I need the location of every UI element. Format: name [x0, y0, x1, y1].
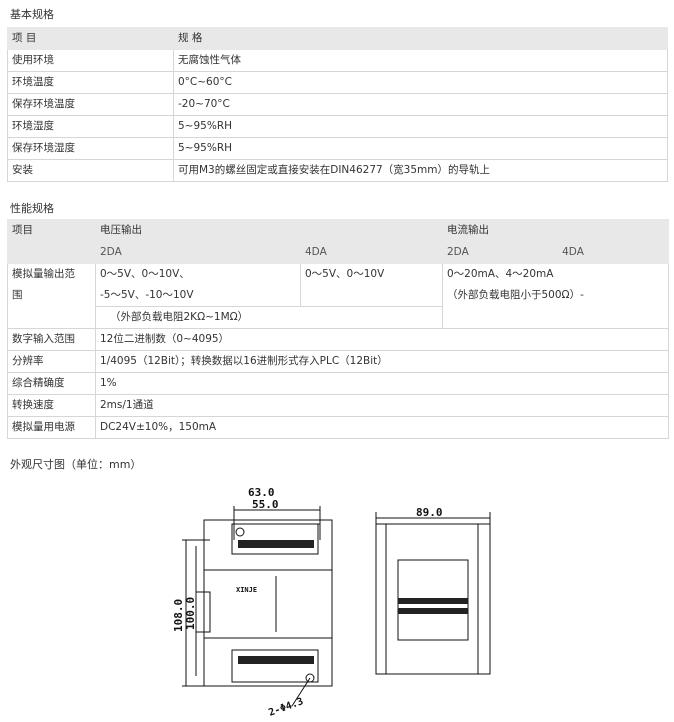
dims-title: 外观尺寸图（单位：mm） [10, 458, 142, 471]
table-header-row: 项 目 规 格 [7, 27, 668, 50]
header-voltage: 电压输出 [95, 219, 443, 242]
dim-height-outer: 108.0 [172, 599, 185, 632]
row-label: 环境温度 [7, 71, 174, 94]
row-label: 转换速度 [7, 394, 96, 417]
header-item: 项目 [7, 219, 96, 264]
analog-v-2da-line2: -5～5V、-10～10V [100, 289, 194, 301]
analog-current: 0～20mA、4～20mA （外部负载电阻小于500Ω）- [442, 263, 669, 329]
perf-spec-title: 性能规格 [10, 202, 54, 215]
table-subheader-row: 2DA 4DA 2DA 4DA [8, 241, 669, 264]
mount-hole-bottom [305, 673, 315, 683]
row-value: 5~95%RH [173, 137, 668, 160]
dim-width-inner: 55.0 [252, 498, 279, 511]
analog-v-2da-line1: 0～5V、0～10V、 [100, 268, 190, 280]
front-outline [203, 519, 333, 687]
row-label: 安装 [7, 159, 174, 182]
analog-c-line1: 0～20mA、4～20mA [447, 268, 554, 280]
row-value: 可用M3的螺丝固定或直接安装在DIN46277（宽35mm）的导轨上 [173, 159, 668, 182]
row-value: 无腐蚀性气体 [173, 49, 668, 72]
row-label: 综合精确度 [7, 372, 96, 395]
row-value: 1% [95, 372, 669, 395]
row-value: -20~70°C [173, 93, 668, 116]
row-value: 12位二进制数（0~4095） [95, 328, 669, 351]
row-value: 5~95%RH [173, 115, 668, 138]
cable-connector [195, 591, 211, 633]
dim-depth: 89.0 [416, 506, 443, 519]
basic-spec-title: 基本规格 [10, 8, 54, 21]
bottom-terminal-block [231, 649, 319, 683]
header-spec: 规 格 [173, 27, 668, 50]
table-row: 保存环境温度-20~70°C [7, 93, 668, 116]
brand-label: XINJE [236, 586, 257, 594]
dimension-drawing: 63.0 55.0 108.0 100.0 2-Φ4.3 89.0 XINJE [172, 486, 491, 719]
table-row: 模拟量输出范 围 0～5V、0～10V、 -5～5V、-10～10V 0～5V、… [7, 263, 669, 329]
analog-v-4da: 0～5V、0～10V [300, 263, 443, 307]
header-item: 项 目 [7, 27, 174, 50]
row-label: 数字输入范围 [7, 328, 96, 351]
analog-v-note: （外部负载电阻2KΩ~1MΩ） [95, 306, 443, 329]
dim-height-inner: 100.0 [184, 597, 197, 630]
sub-v-4da: 4DA [300, 241, 443, 264]
row-label: 使用环境 [7, 49, 174, 72]
sub-c: 2DA 4DA [442, 241, 669, 264]
row-value: 2ms/1通道 [95, 394, 669, 417]
row-value: DC24V±10%，150mA [95, 416, 669, 439]
row-value: 1/4095（12Bit）；转换数据以16进制形式存入PLC（12Bit） [95, 350, 669, 373]
dim-width-outer: 63.0 [248, 486, 275, 499]
dim-hole: 2-Φ4.3 [267, 696, 305, 719]
row-label: 模拟量用电源 [7, 416, 96, 439]
terminal-pins [238, 540, 468, 664]
analog-label-line1: 模拟量输出范 [12, 268, 75, 280]
perf-spec-table: 项目 电压输出 电流输出 2DA 4DA 2DA 4DA 模拟量输出范 围 0～… [7, 219, 669, 439]
row-label: 保存环境湿度 [7, 137, 174, 160]
sub-c-4da: 4DA [562, 246, 584, 258]
table-row: 安装可用M3的螺丝固定或直接安装在DIN46277（宽35mm）的导轨上 [7, 159, 668, 182]
analog-c-line2: （外部负载电阻小于500Ω）- [447, 289, 584, 301]
mount-hole-top [235, 527, 245, 537]
analog-v-2da: 0～5V、0～10V、 -5～5V、-10～10V [95, 263, 301, 307]
sub-c-2da: 2DA [447, 246, 469, 258]
row-value: 0°C~60°C [173, 71, 668, 94]
sub-v-2da: 2DA [95, 241, 301, 264]
header-current: 电流输出 [442, 219, 669, 242]
analog-label: 模拟量输出范 围 [7, 263, 96, 329]
table-row: 使用环境无腐蚀性气体 [7, 49, 668, 72]
side-outline [375, 523, 491, 675]
analog-label-line2: 围 [12, 289, 23, 301]
row-label: 保存环境温度 [7, 93, 174, 116]
row-label: 环境湿度 [7, 115, 174, 138]
top-terminal-block [231, 523, 319, 555]
row-label: 分辨率 [7, 350, 96, 373]
table-header-row: 项目 电压输出 电流输出 [7, 219, 669, 264]
